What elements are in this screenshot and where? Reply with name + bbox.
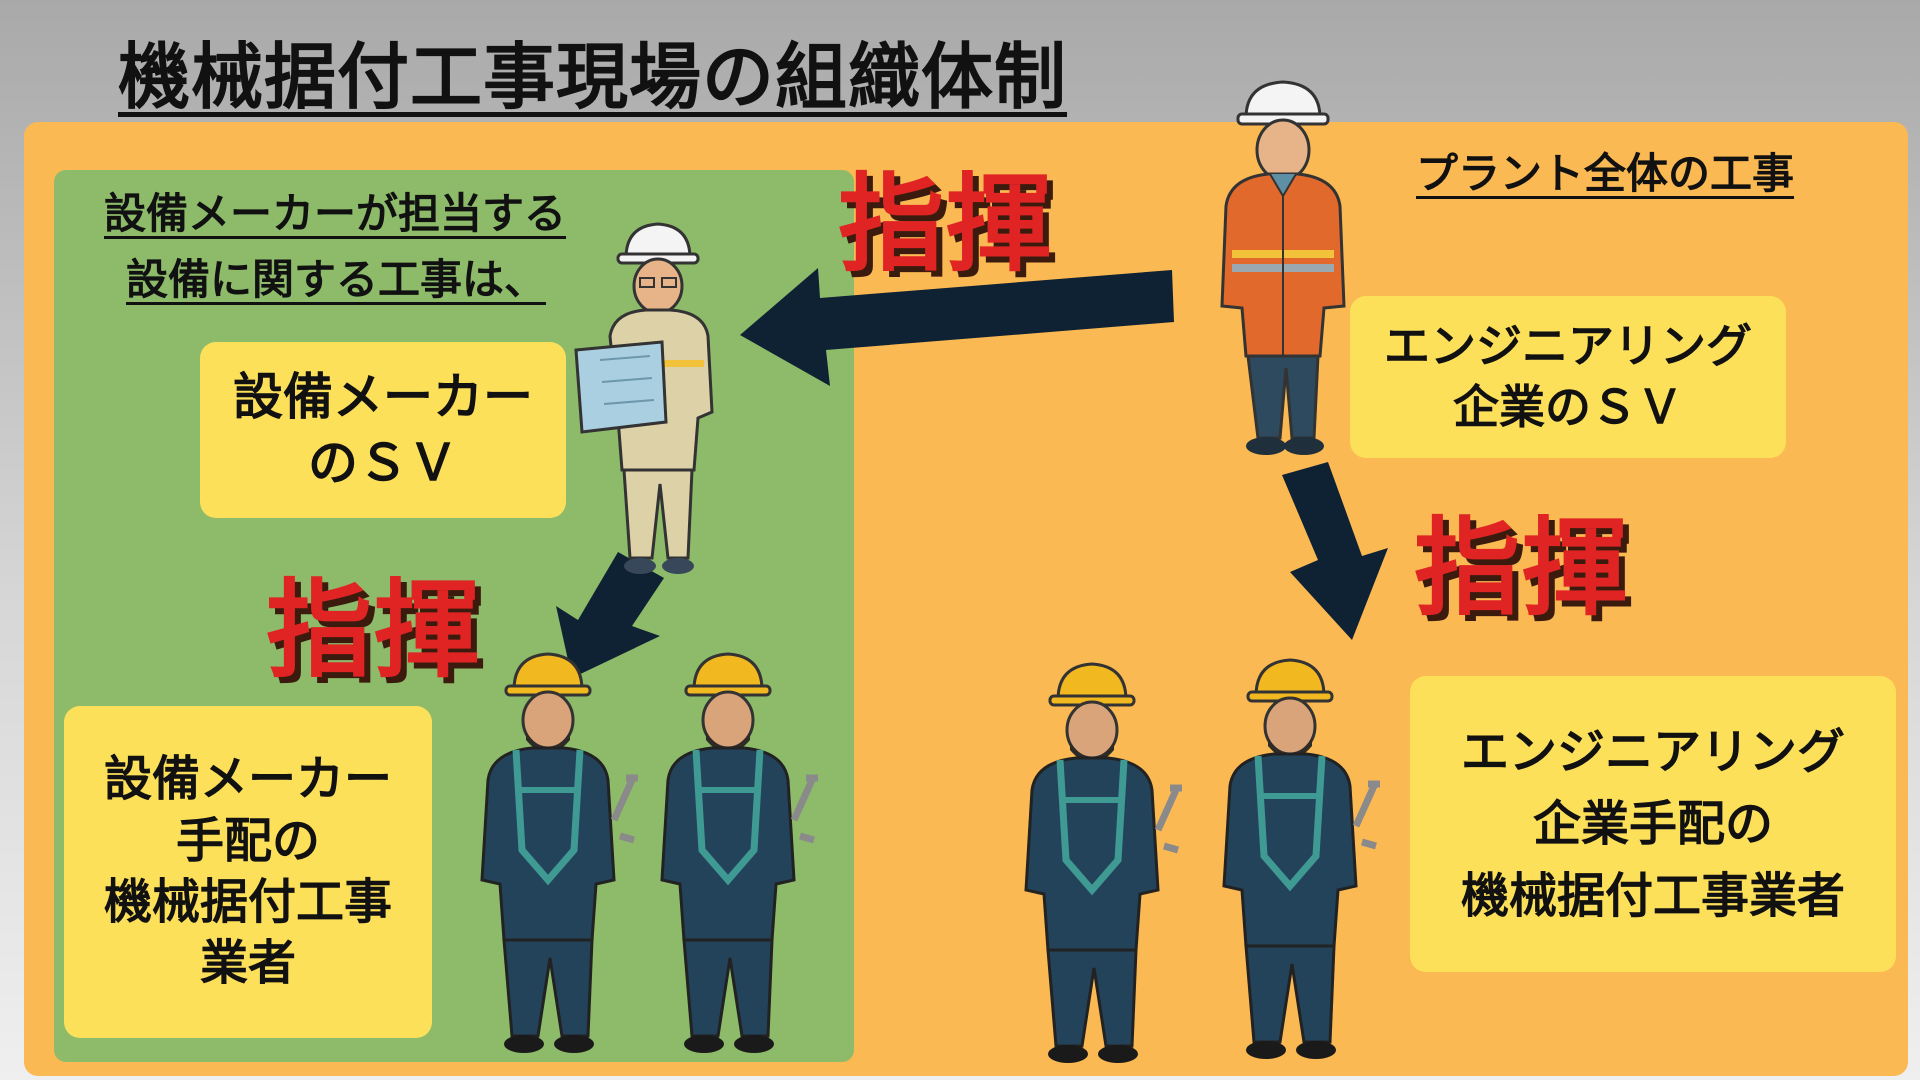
command-label-top: 指揮: [838, 163, 1054, 286]
engineering-sv-figure: [1220, 80, 1346, 455]
maker-worker-figure-2: [660, 652, 818, 1053]
command-label-right: 指揮: [1414, 507, 1630, 630]
maker-sv-figure: [574, 222, 714, 574]
maker-scope-note-line2: 設備に関する工事は、: [126, 255, 547, 304]
command-label-left: 指揮: [266, 569, 482, 692]
arrow-eng-sv-to-maker-sv: [740, 268, 1174, 386]
arrow-maker-sv-to-maker-workers: [556, 552, 664, 678]
maker-worker-figure-1: [480, 652, 638, 1053]
engineering-contractor-label: エンジニアリング 企業手配の 機械据付工事業者: [1410, 676, 1896, 972]
maker-scope-note-line1: 設備メーカーが担当する: [104, 189, 567, 238]
engineering-sv-label: エンジニアリング 企業のＳＶ: [1350, 296, 1786, 458]
maker-sv-label: 設備メーカー のＳＶ: [200, 342, 566, 518]
page-title: 機械据付工事現場の組織体制: [118, 35, 1068, 119]
maker-contractor-label: 設備メーカー 手配の 機械据付工事 業者: [64, 706, 432, 1038]
arrow-eng-sv-to-eng-workers: [1282, 462, 1388, 640]
plant-scope-label: プラント全体の工事: [1416, 149, 1795, 198]
eng-worker-figure-1: [1024, 662, 1182, 1063]
eng-worker-figure-2: [1222, 658, 1380, 1059]
